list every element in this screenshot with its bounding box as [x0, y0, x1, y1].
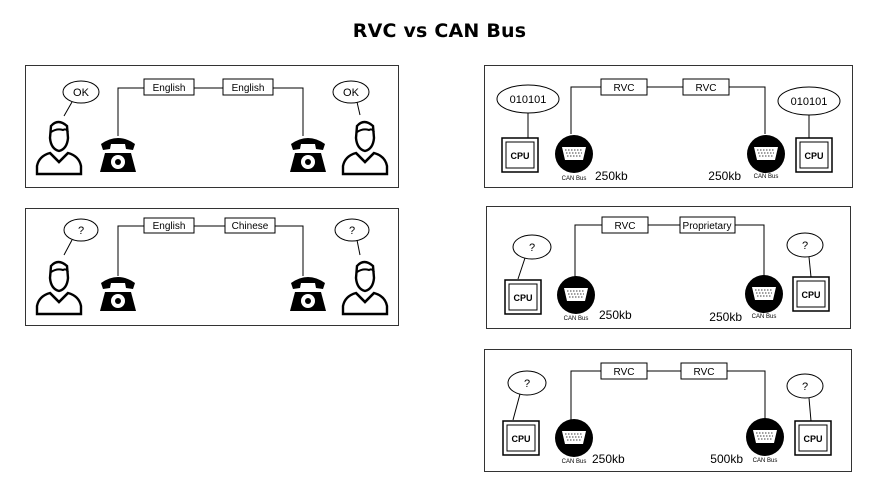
- language-box-right: [224, 217, 276, 234]
- can-bus-connector-icon: [745, 275, 783, 313]
- cpu-chip-icon: CPU: [794, 420, 832, 456]
- person-icon: [35, 260, 83, 316]
- bus-speed-right: 250kb: [708, 169, 741, 183]
- cpu-chip-icon: CPU: [792, 276, 830, 312]
- bubble-text: ?: [78, 225, 84, 237]
- bubble-text: ?: [802, 381, 808, 393]
- language-label-right: English: [232, 83, 265, 94]
- thought-bubble: ?: [512, 234, 552, 280]
- thought-bubble: ?: [63, 218, 99, 256]
- can-bus-connector-icon: [747, 135, 785, 173]
- bubble-text: OK: [343, 87, 360, 99]
- bus-speed-left: 250kb: [595, 169, 628, 183]
- language-box-left: [143, 78, 195, 96]
- bus-line: [574, 224, 765, 277]
- thought-bubble: ?: [334, 218, 370, 256]
- diagram-title: RVC vs CAN Bus: [352, 20, 527, 42]
- bubble-text: ?: [529, 242, 535, 254]
- svg-text:CPU: CPU: [510, 151, 529, 161]
- bus-speed-left: 250kb: [599, 308, 632, 322]
- thought-bubble: ?: [786, 373, 824, 422]
- language-box-left: [143, 217, 195, 234]
- protocol-label-right: RVC: [696, 83, 717, 94]
- bubble-text: ?: [802, 240, 808, 252]
- bus-speed-right: 500kb: [710, 452, 743, 466]
- protocol-box-left: [600, 78, 648, 96]
- bus-speed-left: 250kb: [592, 452, 625, 466]
- can-panel-proprietary-protocol: RVC Proprietary ? CPU CAN Bus 250kb 250k…: [486, 206, 851, 329]
- bubble-text: OK: [73, 87, 90, 99]
- can-bus-connector-icon: [555, 135, 593, 173]
- phone-panel-matching-language: English English OK: [25, 65, 399, 188]
- bubble-text: ?: [349, 225, 355, 237]
- phone-line: [117, 225, 304, 276]
- svg-text:CPU: CPU: [801, 290, 820, 300]
- protocol-box-right: [679, 216, 736, 234]
- phone-icon: [290, 277, 326, 311]
- can-bus-connector-icon: [557, 276, 595, 314]
- can-bus-connector-icon: [746, 418, 784, 456]
- bubble-text: ?: [524, 378, 530, 390]
- can-bus-label: CAN Bus: [564, 316, 589, 322]
- cpu-chip-icon: CPU: [502, 420, 540, 456]
- cpu-chip-icon: CPU: [504, 279, 542, 315]
- phone-icon: [100, 277, 136, 311]
- person-icon: [35, 120, 83, 176]
- svg-text:CPU: CPU: [511, 434, 530, 444]
- bubble-text: 010101: [791, 96, 828, 108]
- can-bus-label: CAN Bus: [753, 458, 778, 464]
- can-bus-label: CAN Bus: [754, 174, 779, 180]
- bus-line: [570, 370, 766, 420]
- thought-bubble: ?: [507, 370, 547, 421]
- can-bus-connector-icon: [555, 419, 593, 457]
- bus-speed-right: 250kb: [709, 310, 742, 324]
- protocol-box-right: [680, 362, 728, 380]
- thought-bubble: OK: [332, 80, 370, 116]
- person-icon: [341, 260, 389, 316]
- bubble-text: 010101: [510, 94, 547, 106]
- svg-text:CPU: CPU: [513, 293, 532, 303]
- thought-bubble: 010101: [777, 86, 841, 138]
- can-bus-label: CAN Bus: [752, 314, 777, 320]
- can-panel-matching-protocol: RVC RVC 010101 CPU CAN Bus 250kb 250kb: [484, 65, 853, 188]
- svg-text:CPU: CPU: [804, 151, 823, 161]
- thought-bubble: ?: [786, 232, 824, 278]
- can-panel-speed-mismatch: RVC RVC ? CPU CAN Bus 250kb 500kb CAN Bu…: [484, 349, 852, 472]
- language-label-left: English: [153, 221, 186, 232]
- person-icon: [341, 120, 389, 176]
- protocol-box-left: [601, 216, 649, 234]
- language-label-left: English: [153, 83, 186, 94]
- protocol-box-right: [682, 78, 730, 96]
- can-bus-label: CAN Bus: [562, 176, 587, 182]
- language-box-right: [222, 78, 274, 96]
- cpu-chip-icon: CPU: [501, 137, 539, 173]
- phone-icon: [290, 138, 326, 172]
- protocol-label-right: Proprietary: [683, 221, 732, 232]
- phone-panel-mismatched-language: English Chinese ?: [25, 208, 399, 326]
- svg-text:CPU: CPU: [803, 434, 822, 444]
- phone-line: [117, 87, 304, 136]
- protocol-label-left: RVC: [615, 221, 636, 232]
- protocol-label-left: RVC: [614, 367, 635, 378]
- thought-bubble: 010101: [496, 84, 560, 138]
- can-bus-label: CAN Bus: [562, 459, 587, 465]
- protocol-label-left: RVC: [614, 83, 635, 94]
- language-label-right: Chinese: [232, 221, 269, 232]
- protocol-box-left: [600, 362, 648, 380]
- phone-icon: [100, 138, 136, 172]
- cpu-chip-icon: CPU: [795, 137, 833, 173]
- bus-line: [570, 86, 766, 134]
- thought-bubble: OK: [62, 80, 100, 117]
- protocol-label-right: RVC: [694, 367, 715, 378]
